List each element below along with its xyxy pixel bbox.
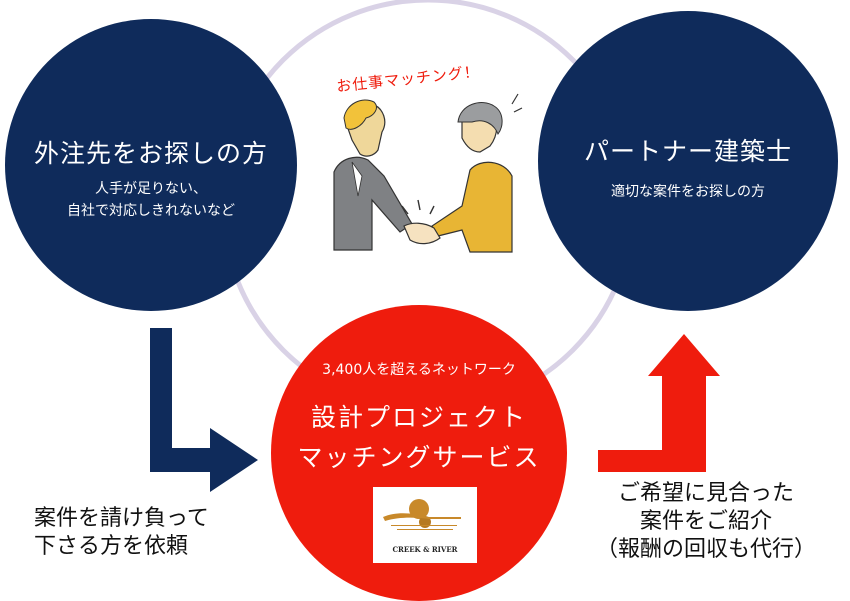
client-circle [5, 19, 297, 311]
right-caption-line1: ご希望に見合った [617, 481, 794, 506]
logo-text: CREEK & RIVER [392, 545, 458, 554]
left-caption: 案件を請け負って 下さる方を依頼 [34, 505, 274, 561]
right-caption-line3: （報酬の回収も代行） [595, 537, 816, 562]
client-sub-line1: 人手が足りない、 [95, 181, 207, 197]
partner-circle [538, 11, 838, 311]
right-arrow-icon [598, 334, 720, 472]
creek-river-logo: CREEK & RIVER [373, 487, 477, 563]
handshake-illustration [333, 93, 523, 253]
partner-sub: 適切な案件をお探しの方 [611, 184, 765, 200]
network-size-label: 3,400人を超えるネットワーク [322, 362, 516, 378]
client-title: 外注先をお探しの方 [33, 139, 268, 168]
logo-mark-icon [383, 499, 461, 530]
left-arrow-icon [150, 328, 258, 492]
right-caption-line2: 案件をご紹介 [639, 509, 772, 534]
left-caption-line1: 案件を請け負って [34, 506, 209, 531]
left-caption-line2: 下さる方を依頼 [34, 534, 189, 559]
service-title-line1: 設計プロジェクト [310, 403, 527, 432]
service-title-line2: マッチングサービス [297, 443, 541, 472]
client-sub-line2: 自社で対応しきれないなど [67, 203, 235, 219]
right-caption: ご希望に見合った 案件をご紹介 （報酬の回収も代行） [586, 480, 826, 564]
partner-title: パートナー建築士 [583, 137, 792, 166]
